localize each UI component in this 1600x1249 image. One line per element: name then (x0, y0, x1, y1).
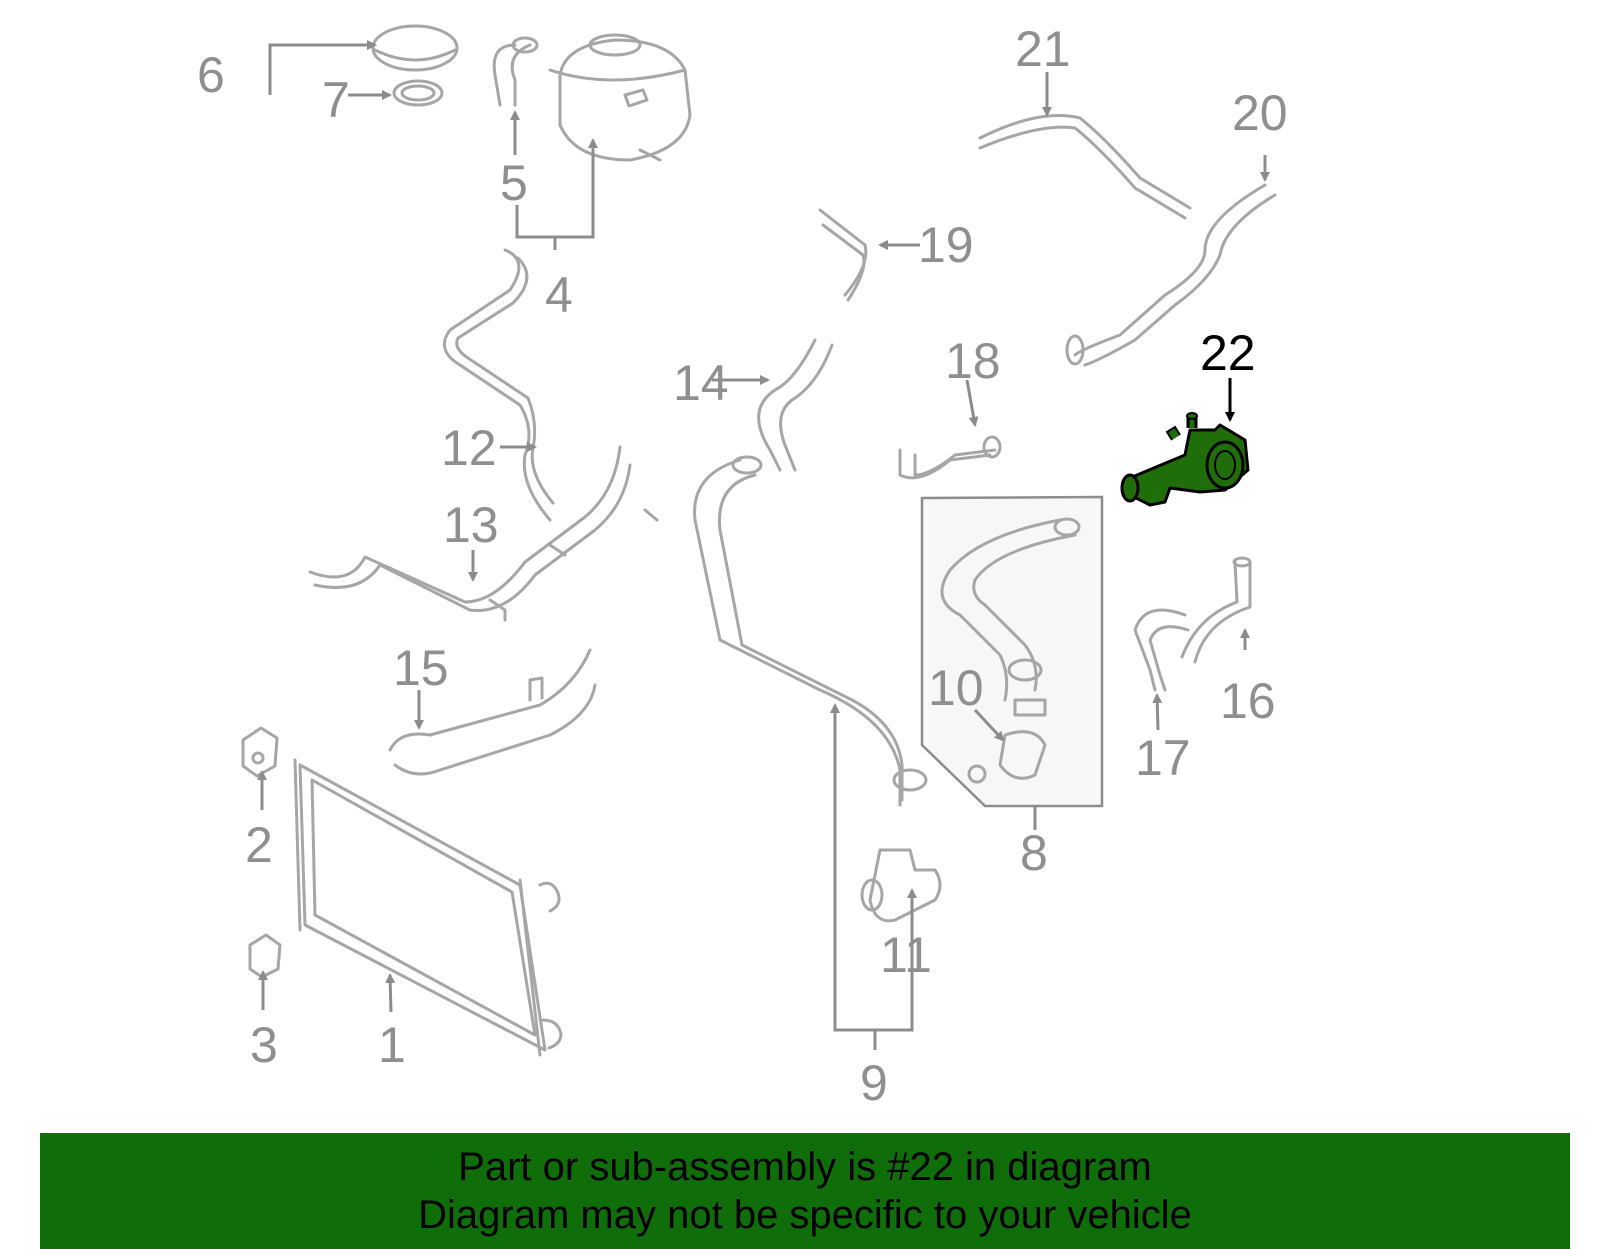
hose-15 (388, 648, 597, 776)
callout-20: 20 (1232, 85, 1288, 141)
callout-22-highlighted: 22 (1200, 325, 1256, 381)
hose-17 (1133, 608, 1190, 692)
callout-5: 5 (500, 155, 528, 211)
leader-lines (257, 40, 1270, 1050)
hose-21 (978, 114, 1192, 220)
hose-5 (492, 36, 539, 107)
callout-3: 3 (250, 1017, 278, 1073)
hose-20 (1065, 183, 1277, 367)
hose-14 (757, 338, 834, 472)
cap (371, 24, 459, 72)
callout-7: 7 (322, 72, 350, 128)
callout-4: 4 (545, 267, 573, 323)
hose-16 (1180, 556, 1252, 664)
callout-8: 8 (1020, 825, 1048, 881)
callout-1: 1 (378, 1017, 406, 1073)
bracket-upper (241, 726, 279, 778)
callout-19: 19 (918, 217, 974, 273)
callout-14: 14 (673, 355, 729, 411)
hose-19 (818, 208, 868, 302)
callout-10: 10 (928, 660, 984, 716)
hose-18 (898, 435, 1002, 480)
flange-11 (860, 848, 942, 923)
callout-11: 11 (880, 927, 932, 983)
hose-12 (442, 248, 555, 522)
seal-ring (392, 79, 444, 107)
callout-13: 13 (443, 497, 499, 553)
callout-21: 21 (1015, 21, 1071, 77)
banner-line-1: Part or sub-assembly is #22 in diagram (458, 1145, 1152, 1189)
expansion-tank (548, 33, 692, 162)
callout-17: 17 (1135, 730, 1191, 786)
banner-line-2: Diagram may not be specific to your vehi… (418, 1193, 1192, 1237)
hose-9 (693, 455, 928, 807)
bracket-lower (248, 933, 282, 979)
group-8-box (920, 495, 1104, 808)
callout-9: 9 (860, 1055, 888, 1111)
info-banner: Part or sub-assembly is #22 in diagram D… (40, 1133, 1570, 1249)
radiator (293, 758, 563, 1057)
callout-18: 18 (945, 333, 1001, 389)
callout-6: 6 (197, 47, 225, 103)
pipe-13 (308, 445, 659, 622)
callout-2: 2 (245, 817, 273, 873)
callout-15: 15 (393, 640, 449, 696)
thermostat-housing-22 (1120, 412, 1250, 507)
callout-16: 16 (1220, 673, 1276, 729)
callout-12: 12 (441, 420, 497, 476)
callout-labels: 1 2 3 4 5 6 7 8 9 10 11 12 13 14 15 16 1… (197, 21, 1288, 1111)
